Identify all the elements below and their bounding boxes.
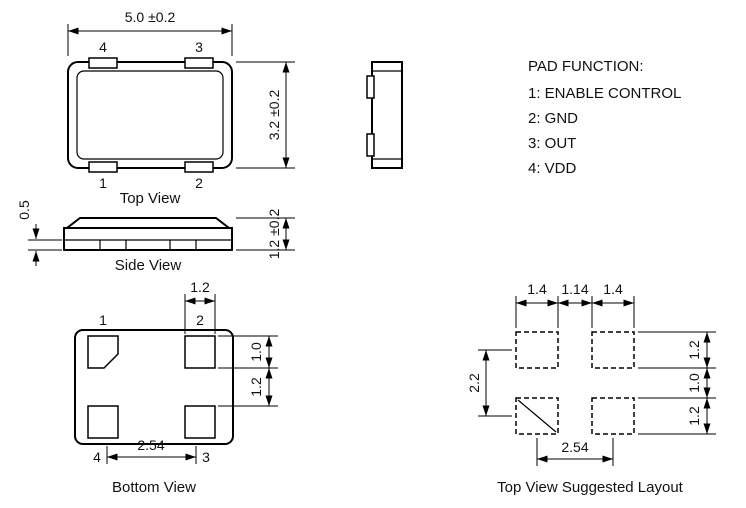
bottom-view-pad-1 — [87, 335, 119, 369]
dim-layout-right-stack: 1.2 1.0 1.2 — [638, 331, 716, 435]
top-view: 4 3 1 2 5.0 ±0.2 3.2 ±0.2 Top View — [67, 9, 295, 207]
side-view-body — [63, 227, 233, 251]
dim-text-row-gap: 1.2 — [248, 377, 264, 397]
dim-text-body-width: 5.0 ±0.2 — [125, 9, 176, 25]
dim-text-body-height: 3.2 ±0.2 — [266, 90, 282, 141]
pad-function-item-4: 4: VDD — [528, 160, 577, 177]
dim-bottom-right-stack: 1.0 1.2 — [218, 335, 278, 407]
bottom-view-caption: Bottom View — [112, 479, 196, 496]
side-view-caption: Side View — [115, 257, 182, 274]
end-view-pad-upper — [366, 75, 375, 99]
pad-function-heading: PAD FUNCTION: — [528, 58, 644, 75]
dim-text-row-gap: 1.0 — [686, 373, 702, 393]
dim-text-pad-width: 1.2 — [190, 279, 210, 295]
layout-pad-bottom-left — [515, 397, 559, 435]
end-view — [366, 61, 403, 169]
layout-pad-1-diagonal-mark — [517, 399, 557, 433]
extension-lines — [478, 349, 512, 417]
top-view-pad-2 — [184, 161, 214, 173]
dim-top-width: 5.0 ±0.2 — [67, 9, 233, 56]
bottom-view-pad-2 — [184, 335, 216, 369]
top-view-pin-label-1: 1 — [99, 175, 107, 191]
dim-text-pad-height-bottom: 1.2 — [686, 406, 702, 426]
extension-lines — [28, 239, 62, 251]
dim-text-pitch: 2.54 — [561, 439, 588, 455]
dim-top-height: 3.2 ±0.2 — [236, 61, 295, 169]
dim-layout-pitch: 2.54 — [536, 438, 614, 466]
dim-text-pad-width-right: 1.4 — [603, 281, 623, 297]
dim-side-height: 1.2 ±0.2 — [236, 209, 295, 260]
dim-layout-vertical-pitch: 2.2 — [466, 349, 512, 417]
dim-text-pad-height-top: 1.2 — [686, 340, 702, 360]
top-view-body-outline — [67, 61, 233, 169]
top-view-pin-label-4: 4 — [99, 39, 107, 55]
bottom-view-pad-4 — [87, 405, 119, 439]
top-view-caption: Top View — [120, 190, 181, 207]
end-view-seam-lines — [372, 70, 402, 160]
dim-text-pad-gap: 1.14 — [561, 281, 588, 297]
layout-view: 1.4 1.14 1.4 2.2 1.2 1.0 1.2 2.54 Top Vi… — [466, 281, 716, 496]
bottom-view-pin-label-4: 4 — [93, 449, 101, 465]
top-view-lid-outline — [76, 70, 224, 160]
side-view-lid — [64, 217, 232, 229]
pad-function-block: PAD FUNCTION: 1: ENABLE CONTROL 2: GND 3… — [528, 58, 681, 177]
dim-bottom-pitch: 2.54 — [106, 437, 197, 464]
side-view: 0.5 1.2 ±0.2 Side View — [16, 200, 295, 274]
pad-function-item-1: 1: ENABLE CONTROL — [528, 85, 681, 102]
extension-lines — [638, 331, 716, 435]
dim-text-pad-thickness: 0.5 — [16, 200, 32, 220]
bottom-view-pin-label-2: 2 — [196, 312, 204, 328]
pad-function-item-2: 2: GND — [528, 110, 578, 127]
side-view-pad-lines — [64, 239, 232, 250]
dim-bottom-pad-width: 1.2 — [184, 279, 216, 334]
top-view-pad-3 — [184, 57, 214, 69]
layout-view-caption: Top View Suggested Layout — [497, 479, 684, 496]
top-view-pin-label-2: 2 — [195, 175, 203, 191]
top-view-pin-label-3: 3 — [195, 39, 203, 55]
dim-layout-top-row: 1.4 1.14 1.4 — [515, 281, 635, 328]
dim-text-pitch: 2.54 — [137, 437, 164, 453]
layout-pad-bottom-right — [591, 397, 635, 435]
top-view-pad-1 — [88, 161, 118, 173]
dim-side-pad-thickness: 0.5 — [16, 200, 62, 266]
extension-lines — [67, 24, 233, 56]
bottom-view: 1 2 4 3 1.2 1.0 1.2 2.54 Bottom View — [74, 279, 278, 496]
top-view-pad-4 — [88, 57, 118, 69]
end-view-body-outline — [371, 61, 403, 169]
extension-lines — [515, 296, 635, 328]
dim-text-vertical-pitch: 2.2 — [466, 373, 482, 393]
dim-text-pad-width-left: 1.4 — [527, 281, 547, 297]
dim-text-pad-height: 1.0 — [248, 342, 264, 362]
pad-function-item-3: 3: OUT — [528, 135, 576, 152]
layout-pad-top-left — [515, 331, 559, 369]
end-view-pad-lower — [366, 133, 375, 157]
dim-text-side-height: 1.2 ±0.2 — [266, 209, 282, 260]
bottom-view-pin-label-3: 3 — [202, 449, 210, 465]
layout-pad-top-right — [591, 331, 635, 369]
bottom-view-pad-3 — [184, 405, 216, 439]
bottom-view-pin-label-1: 1 — [99, 312, 107, 328]
